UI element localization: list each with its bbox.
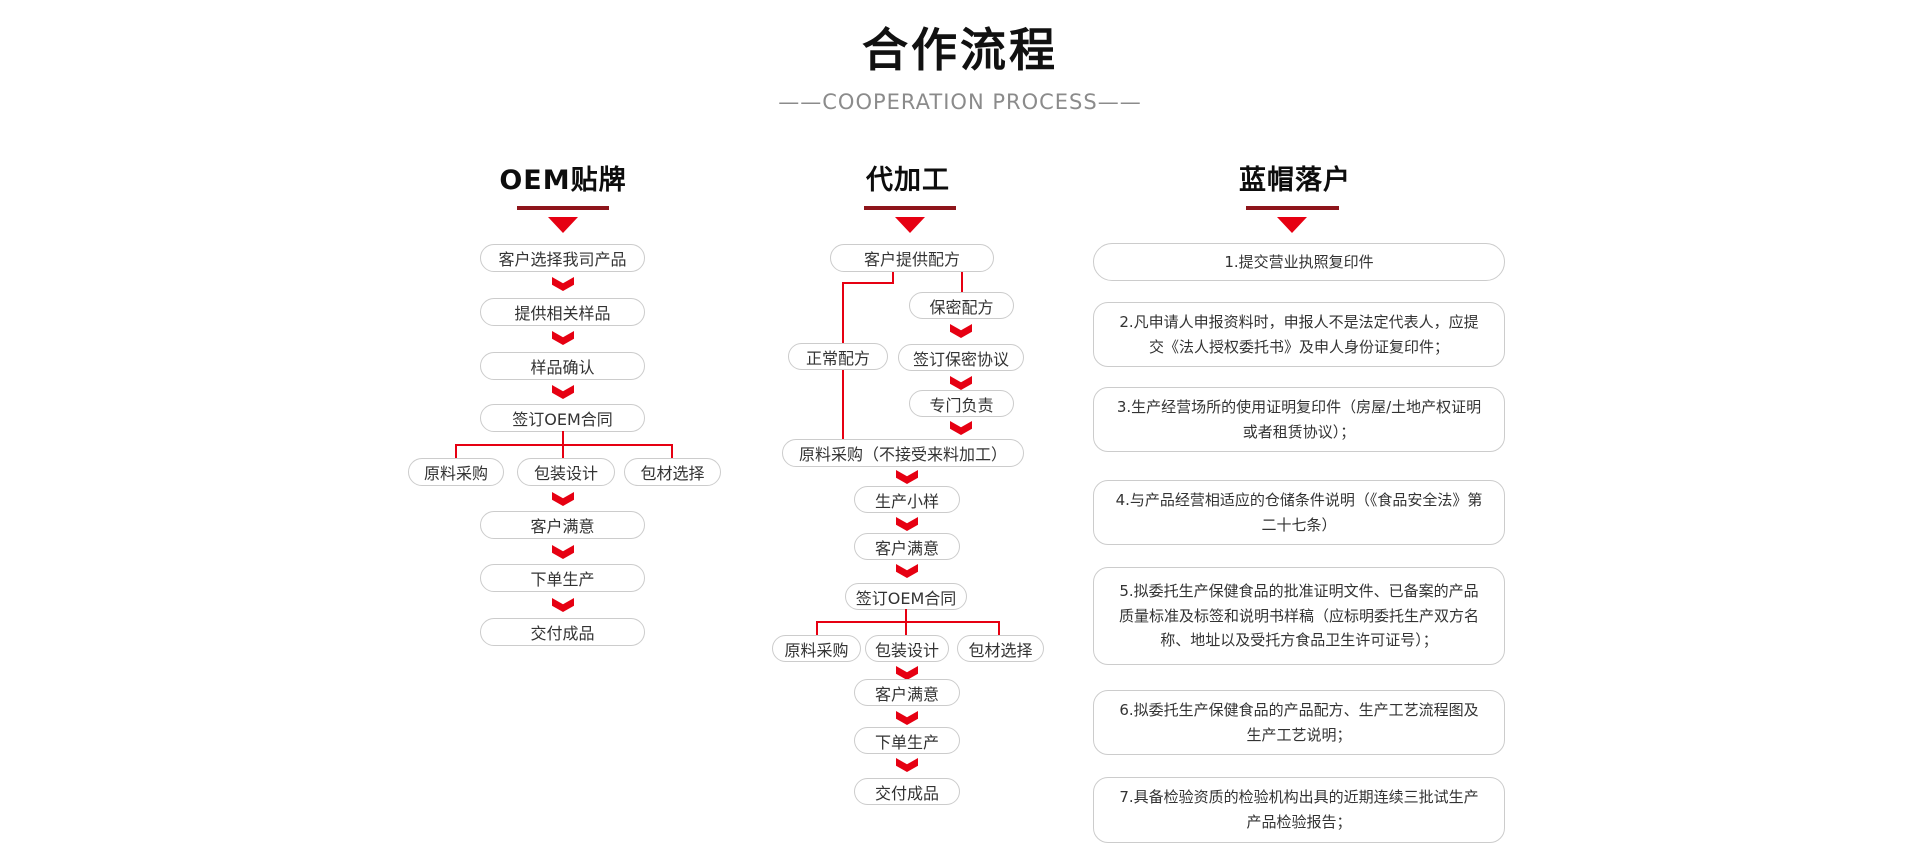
chevron-down-icon bbox=[896, 517, 918, 531]
chevron-down-icon bbox=[552, 598, 574, 612]
flow-step: 客户满意 bbox=[480, 511, 645, 539]
page-subtitle: ——COOPERATION PROCESS—— bbox=[778, 90, 1142, 114]
chevron-down-icon bbox=[552, 545, 574, 559]
requirement-box: 1.提交营业执照复印件 bbox=[1093, 243, 1505, 281]
chevron-down-icon bbox=[950, 376, 972, 390]
requirement-box: 2.凡申请人申报资料时，申报人不是法定代表人，应提交《法人授权委托书》及申人身份… bbox=[1093, 302, 1505, 367]
flow-step: 原料采购（不接受来料加工） bbox=[782, 439, 1024, 467]
flow-step: 客户提供配方 bbox=[830, 244, 994, 272]
flow-step: 签订保密协议 bbox=[898, 344, 1024, 371]
requirement-box: 7.具备检验资质的检验机构出具的近期连续三批试生产产品检验报告； bbox=[1093, 777, 1505, 843]
column-header-oem: OEM贴牌 bbox=[499, 165, 627, 196]
flow-step: 包材选择 bbox=[957, 635, 1044, 662]
requirement-box: 4.与产品经营相适应的仓储条件说明（《食品安全法》第二十七条） bbox=[1093, 480, 1505, 545]
flow-step: 样品确认 bbox=[480, 352, 645, 380]
triangle-down-icon bbox=[895, 217, 925, 233]
connector-line bbox=[905, 609, 907, 623]
flow-step: 包装设计 bbox=[517, 458, 615, 486]
flow-step: 提供相关样品 bbox=[480, 298, 645, 326]
header-underline bbox=[517, 206, 609, 210]
chevron-down-icon bbox=[896, 564, 918, 578]
chevron-down-icon bbox=[552, 331, 574, 345]
flow-step: 交付成品 bbox=[854, 778, 960, 805]
connector-line bbox=[842, 282, 894, 284]
chevron-down-icon bbox=[950, 421, 972, 435]
chevron-down-icon bbox=[896, 666, 918, 680]
flow-step: 客户满意 bbox=[854, 533, 960, 560]
connector-line bbox=[816, 621, 818, 636]
column-header-bluehat: 蓝帽落户 bbox=[1239, 165, 1351, 196]
requirement-box: 6.拟委托生产保健食品的产品配方、生产工艺流程图及生产工艺说明； bbox=[1093, 690, 1505, 755]
connector-line bbox=[892, 272, 894, 284]
connector-line bbox=[671, 444, 673, 459]
page-title: 合作流程 bbox=[862, 23, 1058, 77]
flow-step: 签订OEM合同 bbox=[480, 404, 645, 432]
chevron-down-icon bbox=[552, 277, 574, 291]
connector-line bbox=[905, 621, 907, 636]
triangle-down-icon bbox=[548, 217, 578, 233]
header-underline bbox=[864, 206, 956, 210]
triangle-down-icon bbox=[1277, 217, 1307, 233]
connector-line bbox=[842, 282, 844, 344]
chevron-down-icon bbox=[896, 758, 918, 772]
flow-step: 原料采购 bbox=[408, 458, 504, 486]
flow-step: 保密配方 bbox=[909, 292, 1014, 319]
flow-step: 包装设计 bbox=[865, 635, 949, 662]
chevron-down-icon bbox=[896, 470, 918, 484]
connector-line bbox=[961, 272, 963, 293]
flow-step: 生产小样 bbox=[854, 486, 960, 513]
connector-line bbox=[455, 444, 457, 459]
flow-step: 交付成品 bbox=[480, 618, 645, 646]
flow-step: 下单生产 bbox=[854, 727, 960, 754]
flow-step: 签订OEM合同 bbox=[845, 583, 967, 610]
chevron-down-icon bbox=[950, 324, 972, 338]
chevron-down-icon bbox=[552, 492, 574, 506]
flow-step: 包材选择 bbox=[624, 458, 721, 486]
column-header-processing: 代加工 bbox=[866, 165, 950, 196]
connector-line bbox=[562, 444, 564, 459]
connector-line bbox=[562, 431, 564, 446]
flow-step: 原料采购 bbox=[772, 635, 861, 662]
connector-line bbox=[816, 621, 1000, 623]
requirement-box: 5.拟委托生产保健食品的批准证明文件、已备案的产品质量标准及标签和说明书样稿（应… bbox=[1093, 567, 1505, 665]
connector-line bbox=[842, 368, 844, 440]
chevron-down-icon bbox=[896, 711, 918, 725]
chevron-down-icon bbox=[552, 385, 574, 399]
flow-step: 客户选择我司产品 bbox=[480, 244, 645, 272]
flow-step: 正常配方 bbox=[788, 343, 888, 370]
connector-line bbox=[455, 444, 673, 446]
flow-step: 下单生产 bbox=[480, 564, 645, 592]
header-underline bbox=[1246, 206, 1339, 210]
flow-step: 专门负责 bbox=[909, 390, 1014, 417]
requirement-box: 3.生产经营场所的使用证明复印件（房屋/土地产权证明或者租赁协议）； bbox=[1093, 387, 1505, 452]
connector-line bbox=[998, 621, 1000, 636]
flow-step: 客户满意 bbox=[854, 679, 960, 706]
